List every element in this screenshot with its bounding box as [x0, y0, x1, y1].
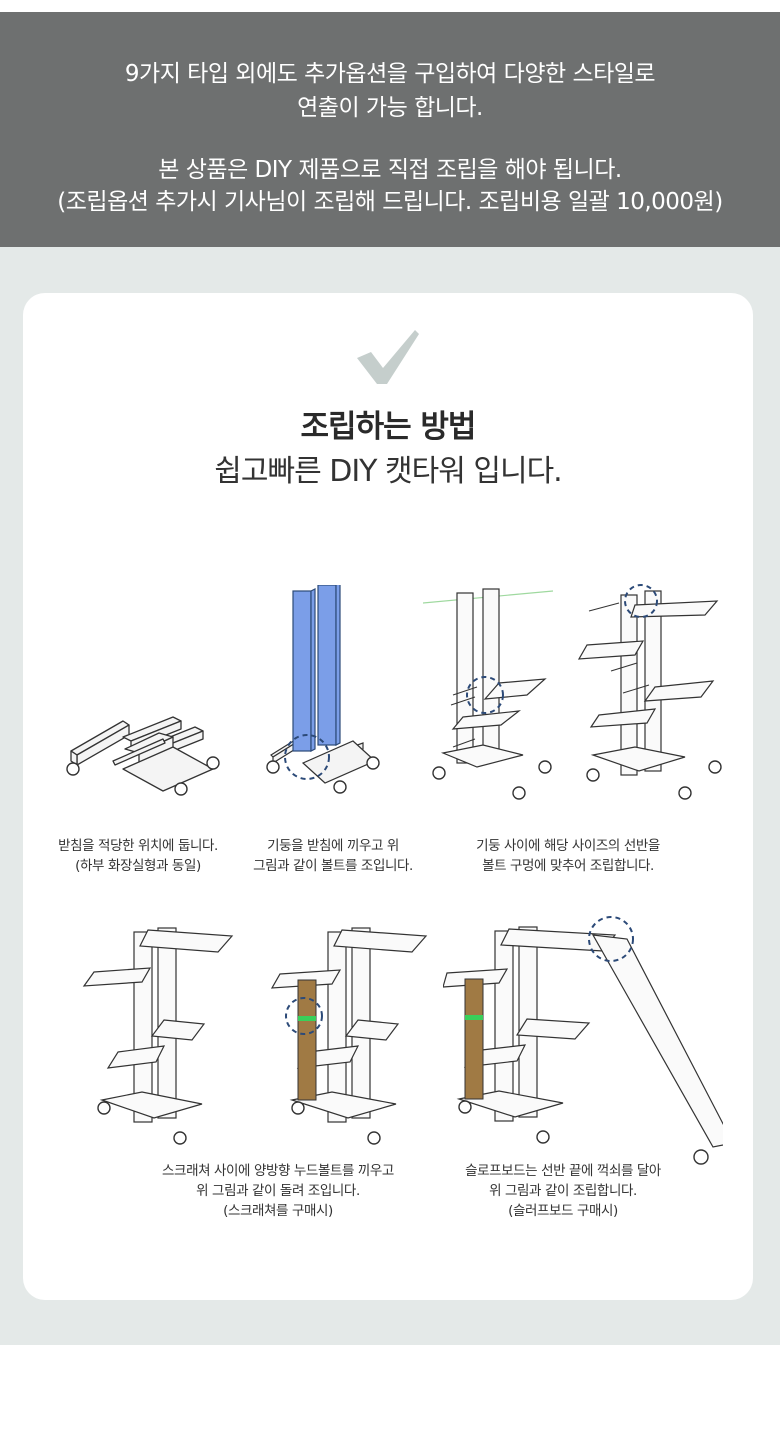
step4-caption-line-2: 위 그림과 같이 돌려 조입니다. — [196, 1183, 360, 1199]
step1-caption-line-1: 받침을 적당한 위치에 둡니다. — [58, 838, 218, 854]
step2-caption: 기둥을 받침에 끼우고 위 그림과 같이 볼트를 조입니다. — [233, 836, 433, 876]
notice-line-4: (조립옵션 추가시 기사님이 조립해 드립니다. 조립비용 일괄 10,000원… — [57, 189, 723, 215]
step1-base-illustration — [66, 716, 220, 796]
step5-caption-line-1: 슬로프보드는 선반 끝에 꺽쇠를 달아 — [465, 1163, 661, 1179]
step5-caption-line-3: (슬러프보드 구매시) — [508, 1203, 618, 1219]
step4-caption-line-1: 스크래쳐 사이에 양방향 누드볼트를 끼우고 — [162, 1163, 394, 1179]
step5-slope-illustration — [443, 916, 723, 1165]
step2-caption-line-1: 기둥을 받침에 끼우고 위 — [267, 838, 399, 854]
step3-caption-line-1: 기둥 사이에 해당 사이즈의 선반을 — [476, 838, 660, 854]
step3-shelves-illustration — [423, 588, 554, 800]
step2-posts-illustration — [266, 585, 380, 794]
step3-tower-illustration — [577, 584, 722, 800]
step5-caption: 슬로프보드는 선반 끝에 꺽쇠를 달아 위 그림과 같이 조립합니다. (슬러프… — [443, 1161, 683, 1221]
step4-caption: 스크래쳐 사이에 양방향 누드볼트를 끼우고 위 그림과 같이 돌려 조입니다.… — [153, 1161, 403, 1221]
notice-line-1: 9가지 타입 외에도 추가옵션을 구입하여 다양한 스타일로 — [124, 61, 656, 87]
step4-scratcher-illustration — [270, 927, 428, 1145]
step4-caption-line-3: (스크래쳐를 구매시) — [223, 1203, 333, 1219]
assembly-title: 조립하는 방법 — [300, 409, 477, 445]
notice-line-2: 연출이 가능 합니다. — [297, 95, 483, 121]
notice-banner: 9가지 타입 외에도 추가옵션을 구입하여 다양한 스타일로 연출이 가능 합니… — [0, 12, 780, 247]
step1-caption: 받침을 적당한 위치에 둡니다. (하부 화장실형과 동일) — [43, 836, 233, 876]
step3-caption-line-2: 볼트 구멍에 맞추어 조립합니다. — [482, 858, 654, 874]
assembly-subtitle: 쉽고빠른 DIY 캣타워 입니다. — [214, 454, 562, 489]
step5-caption-line-2: 위 그림과 같이 조립합니다. — [489, 1183, 637, 1199]
check-mark-icon — [357, 330, 419, 384]
notice-line-3: 본 상품은 DIY 제품으로 직접 조립을 해야 됩니다. — [158, 157, 622, 183]
step2-caption-line-2: 그림과 같이 볼트를 조입니다. — [253, 858, 413, 874]
step4-tower-illustration — [82, 927, 234, 1145]
step3-caption: 기둥 사이에 해당 사이즈의 선반을 볼트 구멍에 맞추어 조립합니다. — [453, 836, 683, 876]
step1-caption-line-2: (하부 화장실형과 동일) — [75, 858, 201, 874]
assembly-card: 조립하는 방법 쉽고빠른 DIY 캣타워 입니다. — [23, 293, 753, 1300]
